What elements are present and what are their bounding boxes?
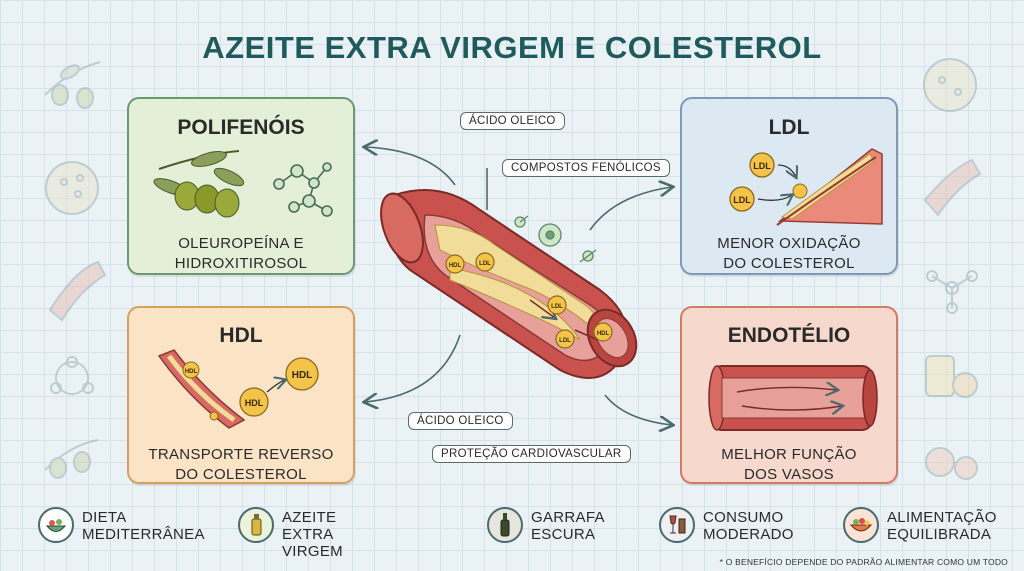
svg-text:HDL: HDL — [449, 263, 462, 269]
ldl-particle: LDL — [555, 329, 575, 349]
legend-text-line1: CONSUMO — [703, 509, 784, 526]
legend-text-line1: AZEITE — [282, 509, 337, 526]
hdl-particle: HDL — [445, 254, 465, 274]
legend-text-line1: ALIMENTAÇÃO — [887, 509, 997, 526]
card-text-line2: DO COLESTEROL — [723, 255, 855, 272]
wine-glass-icon — [659, 507, 695, 543]
card-heading: LDL — [768, 116, 810, 139]
svg-text:HDL: HDL — [597, 331, 610, 337]
card-text-line1: OLEUROPEÍNA E — [178, 235, 304, 252]
card-text-line2: DO COLESTEROL — [175, 466, 307, 483]
hdl-particle: HDL — [239, 387, 269, 417]
legend-text-line2: EXTRA VIRGEM — [282, 526, 343, 560]
footnote: * O BENEFÍCIO DEPENDE DO PADRÃO ALIMENTA… — [719, 557, 1008, 567]
svg-text:LDL: LDL — [479, 261, 491, 267]
legend-text-line2: MEDITERRÂNEA — [82, 526, 205, 543]
molecule-icon — [926, 270, 978, 314]
label-protecao-cardiovascular: PROTEÇÃO CARDIOVASCULAR — [432, 445, 631, 463]
card-text-line1: TRANSPORTE REVERSO — [148, 446, 334, 463]
molecule-icon — [50, 356, 94, 395]
olive-oil-bottle-icon — [238, 507, 274, 543]
dark-bottle-icon — [487, 507, 523, 543]
vessel-icon — [923, 158, 982, 217]
page-title: AZEITE EXTRA VIRGEM E COLESTEROL — [202, 30, 822, 65]
hdl-transport-illustration: HDL HDL HDL — [157, 349, 319, 429]
svg-text:HDL: HDL — [185, 369, 198, 375]
arrow-to-endotelio — [604, 394, 672, 425]
cell-icon — [45, 161, 99, 215]
label-acido-oleico-bottom: ÁCIDO OLEICO — [408, 412, 513, 430]
ldl-oxidation-illustration: LDL LDL — [729, 148, 883, 226]
card-heading: POLIFENÓIS — [177, 116, 305, 139]
card-hdl: HDL HDL HDL HDL TRANSPORTE REVERSO DO CO… — [127, 306, 355, 484]
svg-text:LDL: LDL — [551, 304, 563, 310]
olive-illustration — [153, 150, 333, 218]
legend-text-line2: ESCURA — [531, 526, 596, 543]
card-polifenois: POLIFENÓIS OLEUROPEÍNA E HIDROXITIROSOL — [127, 97, 355, 275]
legend-text-line2: MODERADO — [703, 526, 794, 543]
card-heading: ENDOTÉLIO — [727, 324, 851, 347]
molecule-icon — [273, 162, 333, 217]
oil-bottle-icon — [925, 355, 978, 398]
ldl-particle: LDL — [729, 186, 755, 212]
card-text-line2: DOS VASOS — [744, 466, 834, 483]
card-text-line1: MENOR OXIDAÇÃO — [717, 235, 861, 252]
card-text-line2: HIDROXITIROSOL — [174, 255, 308, 272]
ldl-particle: LDL — [475, 252, 495, 272]
lipoprotein-particles: HDL LDL LDL LDL HDL — [445, 252, 613, 349]
olive-branch-icon — [44, 61, 101, 109]
legend-text-line2: EQUILIBRADA — [887, 526, 992, 543]
legend-text-line1: GARRAFA — [531, 509, 605, 526]
ldl-particle: LDL — [749, 152, 775, 178]
apple-icon — [925, 447, 978, 480]
food-bowl-icon — [843, 507, 879, 543]
artery-outer-wall — [380, 189, 638, 379]
cell-icon — [923, 58, 977, 112]
olive-branch-icon — [44, 439, 99, 479]
card-heading: HDL — [219, 324, 263, 347]
legend-text-line1: DIETA — [82, 509, 127, 526]
svg-text:LDL: LDL — [733, 195, 751, 205]
card-ldl: LDL LDL LDL MENOR OXIDAÇÃO DO COLESTEROL — [680, 97, 898, 275]
arrow-to-hdl — [365, 334, 461, 402]
label-compostos-fenolicos: COMPOSTOS FENÓLICOS — [502, 159, 670, 177]
arrow-to-ldl — [589, 187, 672, 231]
svg-text:LDL: LDL — [753, 161, 771, 171]
hdl-particle: HDL — [593, 322, 613, 342]
arrow-to-polifenois — [365, 147, 456, 186]
svg-text:HDL: HDL — [292, 370, 313, 381]
svg-text:HDL: HDL — [245, 398, 264, 408]
card-endotelio: ENDOTÉLIO MELHOR FUNÇÃO DOS VASOS — [680, 306, 898, 484]
phenolic-molecules — [514, 215, 597, 263]
ldl-particle: LDL — [547, 295, 567, 315]
svg-text:LDL: LDL — [559, 338, 571, 344]
vessel-icon — [48, 260, 107, 322]
salad-bowl-icon — [38, 507, 74, 543]
vessel-illustration — [708, 365, 878, 431]
label-acido-oleico-top: ÁCIDO OLEICO — [460, 112, 565, 130]
card-text-line1: MELHOR FUNÇÃO — [721, 446, 857, 463]
hdl-particle: HDL — [285, 357, 319, 391]
